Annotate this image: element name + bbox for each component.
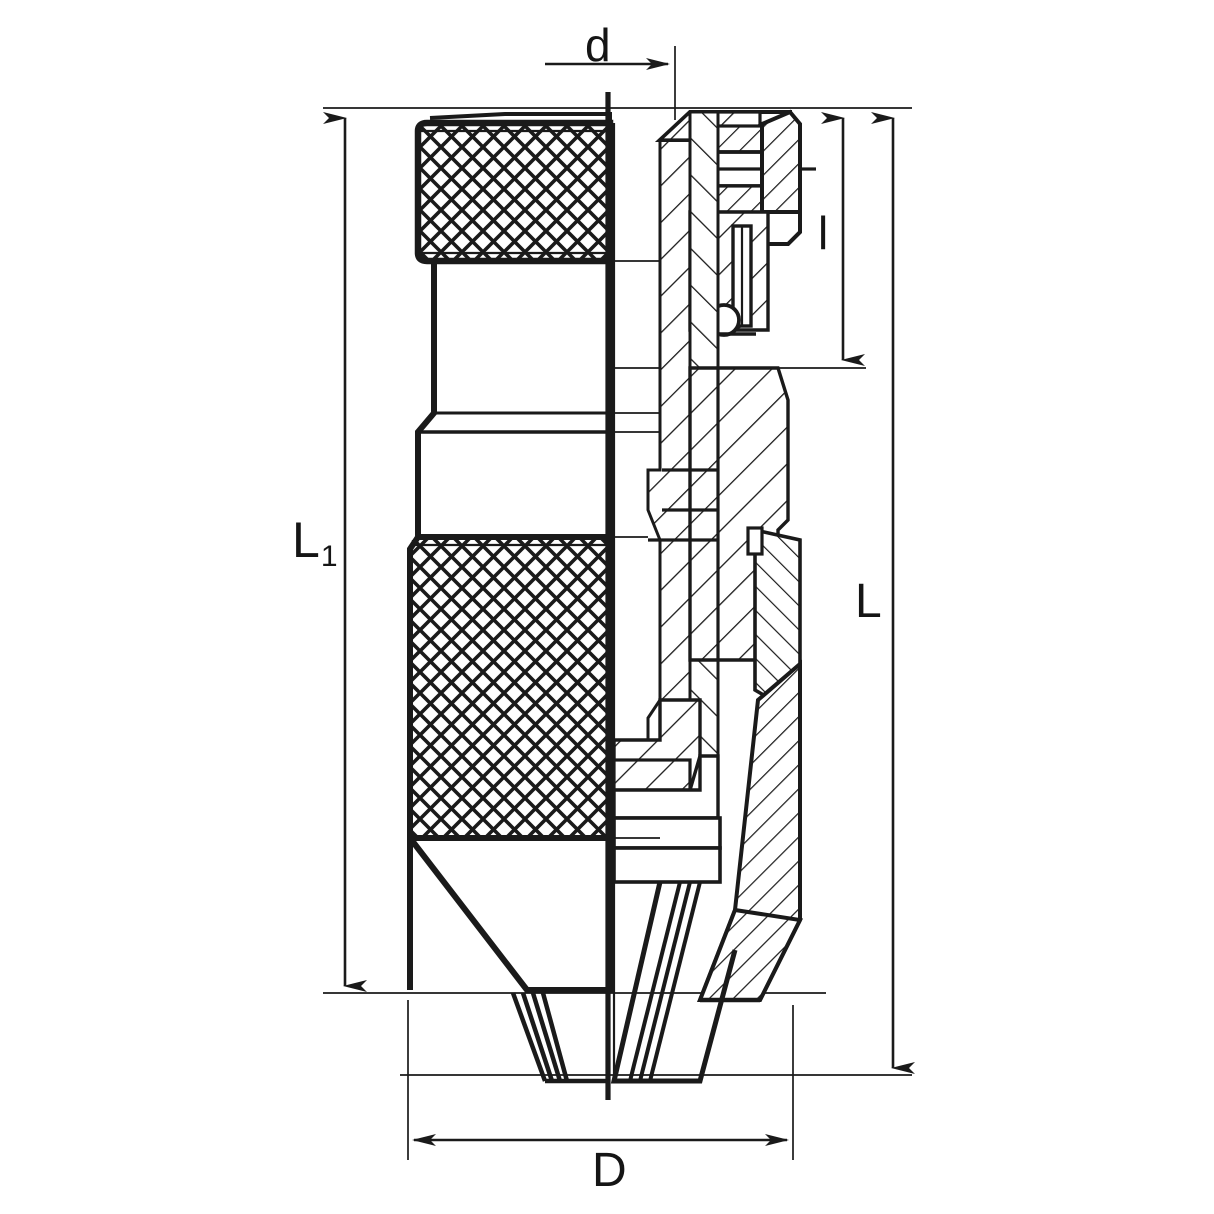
body-barrel [415,258,613,540]
extension-lines [323,46,912,1160]
dimension-label-L1: L1 [292,512,338,572]
collar-upper [612,816,722,850]
dimension-label-L1-base: L [292,512,320,568]
profile-ticks [610,260,660,839]
dimension-label-L1-subscript: 1 [320,540,338,573]
outer-sleeve-section [646,138,692,758]
dimension-label-l: l [818,207,829,259]
dimension-label-L: L [855,575,882,628]
dimension-label-d: d [585,19,611,71]
lower-knurl-sleeve [407,534,613,841]
jaw-left [510,992,608,1084]
nose-taper-left [407,836,613,993]
dimension-label-D: D [592,1144,627,1197]
collar-lower [612,846,722,884]
